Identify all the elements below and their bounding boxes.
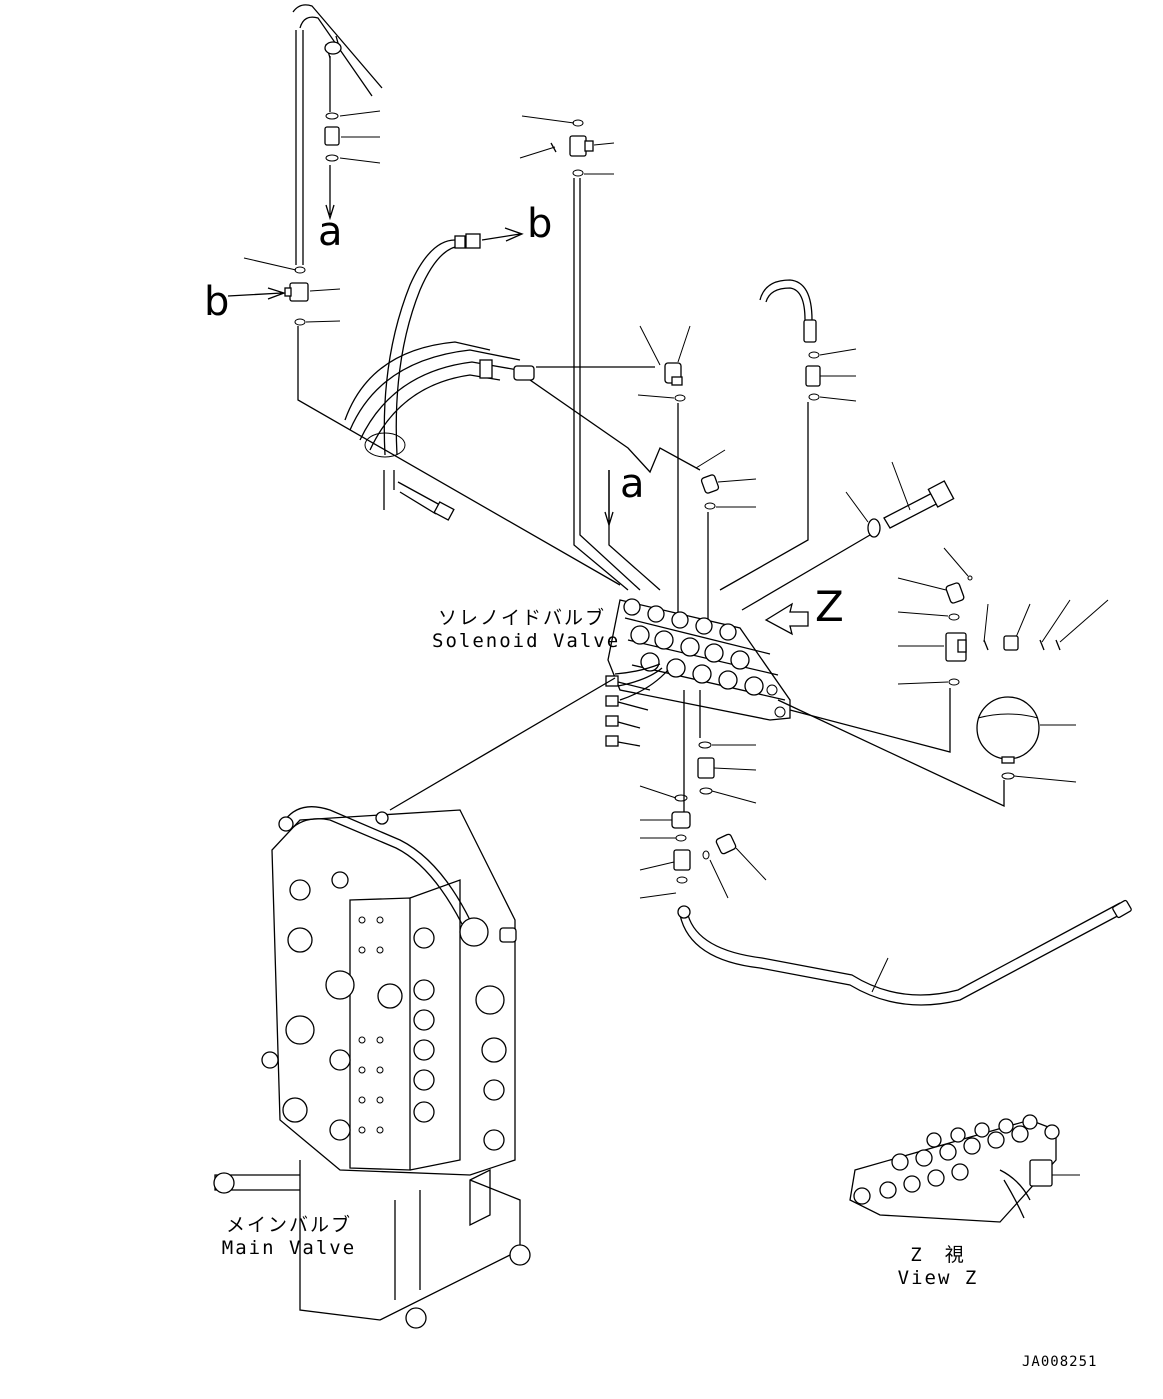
ref-z: Z [815, 582, 844, 631]
right-hose [719, 279, 857, 591]
main-valve-label-en: Main Valve [221, 1237, 357, 1259]
arrow-a-mid [604, 470, 661, 591]
tee-fitting-left [227, 257, 621, 586]
main-valve-label-jp: メインバルブ [225, 1214, 352, 1236]
tee-fitting-top [519, 115, 641, 591]
solenoid-valve-label-en: Solenoid Valve [432, 630, 621, 652]
solenoid-valve-block [605, 598, 791, 747]
view-z-label-en: View Z [897, 1267, 979, 1289]
right-side-fittings [777, 547, 1109, 808]
view-z-arrow [764, 602, 809, 636]
view-z-solenoid [849, 1114, 1080, 1223]
solenoid-to-main-leader [389, 677, 616, 811]
elbow-fitting-lower [695, 449, 757, 640]
elbow-fitting-upper [637, 325, 691, 640]
ref-b-right: b [527, 201, 553, 247]
drawing-code: JA008251 [1022, 1354, 1098, 1370]
ref-a-mid: a [620, 461, 645, 507]
lower-fittings [639, 690, 767, 899]
main-valve [213, 806, 531, 1329]
solenoid-valve-label-jp: ソレノイドバルブ [437, 607, 606, 629]
main-valve-label: メインバルブ Main Valve [214, 1214, 364, 1260]
view-z-label: Z 視 View Z [888, 1244, 988, 1290]
view-z-label-jp: Z 視 [910, 1244, 966, 1266]
mounting-bolt [741, 461, 955, 611]
hose-bundle [344, 227, 701, 521]
ref-a-top: a [318, 209, 343, 255]
solenoid-valve-label: ソレノイドバルブ Solenoid Valve [432, 607, 621, 653]
long-lower-hose [677, 899, 1132, 1006]
top-left-pipe [292, 4, 383, 265]
ref-b-left: b [204, 279, 230, 325]
